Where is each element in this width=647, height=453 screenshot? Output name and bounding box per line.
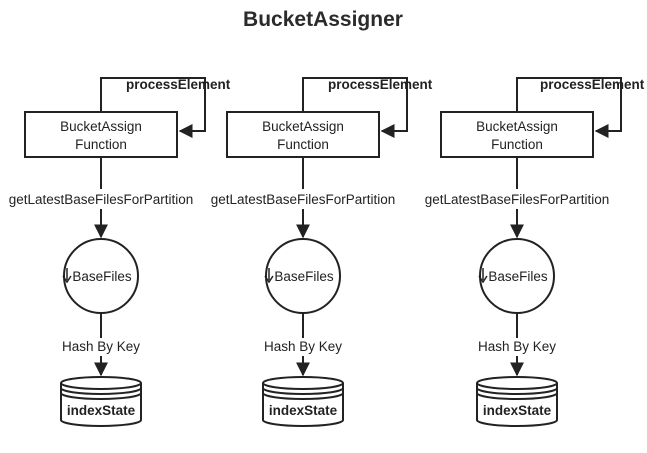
self-loop-arrow (100, 77, 206, 138)
column-2: processElement BucketAssign Function get… (202, 77, 433, 427)
self-loop-arrow (302, 77, 408, 138)
state-label: BaseFiles (72, 269, 132, 284)
column-1: processElement BucketAssign Function get… (0, 77, 231, 427)
self-loop-arrow (516, 77, 622, 138)
database-icon (262, 376, 344, 427)
database-icon (476, 376, 558, 427)
self-loop-label: processElement (328, 77, 433, 92)
self-loop-label: processElement (126, 77, 231, 92)
store-label: indexState (269, 403, 338, 418)
function-label-line1: BucketAssign (60, 119, 142, 134)
function-label-line2: Function (491, 137, 543, 152)
store-label: indexState (67, 403, 136, 418)
database-icon (60, 376, 142, 427)
edge-label-get-base-files: getLatestBaseFilesForPartition (425, 192, 610, 207)
edge-label-hash-by-key: Hash By Key (62, 339, 140, 354)
edge-label-hash-by-key: Hash By Key (264, 339, 342, 354)
edge-label-hash-by-key: Hash By Key (478, 339, 556, 354)
state-label: BaseFiles (488, 269, 548, 284)
state-label: BaseFiles (274, 269, 334, 284)
function-label-line2: Function (277, 137, 329, 152)
column-3: processElement BucketAssign Function get… (416, 77, 645, 427)
function-label-line2: Function (75, 137, 127, 152)
function-label-line1: BucketAssign (262, 119, 344, 134)
edge-label-get-base-files: getLatestBaseFilesForPartition (9, 192, 194, 207)
edge-label-get-base-files: getLatestBaseFilesForPartition (211, 192, 396, 207)
diagram-title: BucketAssigner (243, 8, 403, 31)
self-loop-label: processElement (540, 77, 645, 92)
store-label: indexState (483, 403, 552, 418)
function-box (440, 111, 594, 158)
function-label-line1: BucketAssign (476, 119, 558, 134)
